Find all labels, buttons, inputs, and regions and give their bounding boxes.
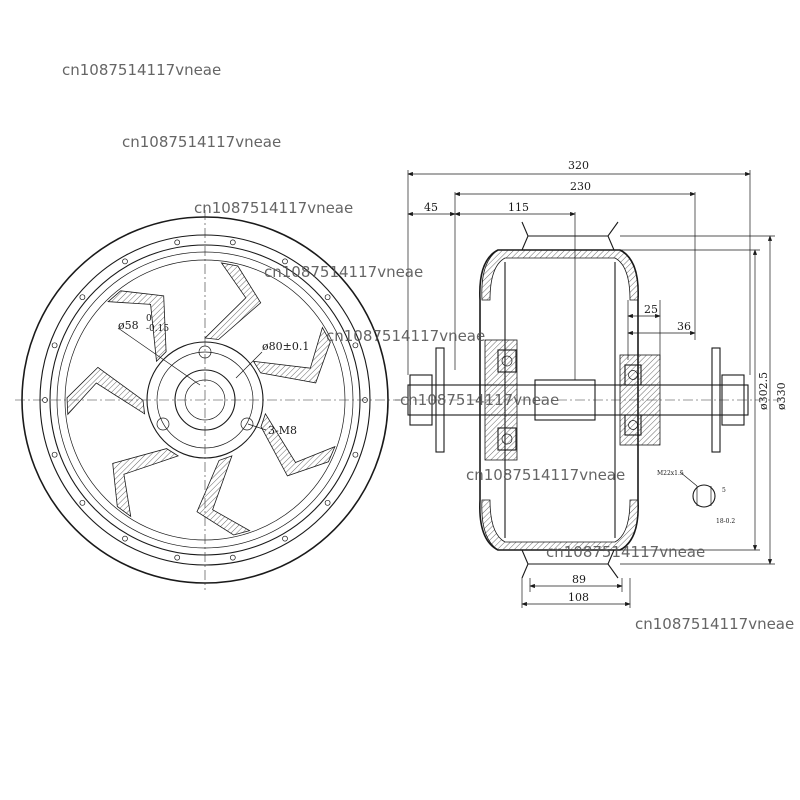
dim-320: 320 [568,159,589,172]
rim-bolt-hole [174,239,181,246]
dim-108: 108 [568,591,589,604]
rim-bolt-hole [229,239,236,246]
bearing-left-top [497,349,517,373]
rim-bolt-hole [51,451,58,458]
rim-bolt-hole [324,499,331,506]
dim-36: 36 [677,320,691,333]
dim-115: 115 [508,201,529,214]
dim-302-5: ø302.5 [757,372,770,410]
side-view: 320 230 45 115 25 36 ø302.5 ø330 89 108 [395,159,788,608]
spoke [112,448,180,518]
thread-tol-label: 18-0.2 [716,518,735,525]
dim-89: 89 [572,573,586,586]
rim-bolt-hole [352,342,359,349]
rim-bolt-hole [352,451,359,458]
bore-label: ø58 [118,319,139,332]
rim-bolt-hole [79,499,86,506]
bearing-left-bottom [497,427,517,451]
spoke [252,326,331,384]
bearing-ball-rt [628,370,638,380]
watermark-3: cn1087514117vneae [194,199,354,217]
rim-bolt-hole [324,294,331,301]
thread-detail-circle [692,484,716,508]
pcd-leader [235,351,263,379]
dim-25: 25 [644,303,658,316]
bore-tol-upper: 0 [146,314,152,324]
watermark-6: cn1087514117vneae [400,391,560,409]
hub-spokes [66,262,336,536]
tire-wall-bottom [481,499,639,551]
rim-flange-bottom [521,549,619,579]
holes-leader [247,423,267,431]
tire-wall-top [481,249,639,301]
watermark-1: cn1087514117vneae [62,61,222,79]
spoke [196,455,251,536]
spoke [107,290,167,363]
mount-hole-left [156,417,170,431]
watermark-5: cn1087514117vneae [326,327,486,345]
rim-bolt-hole [282,535,288,542]
watermark-7: cn1087514117vneae [466,466,626,484]
bore-tol-lower: -0.15 [146,324,169,334]
bearing-ball-rb [628,420,638,430]
holes-label: 3-M8 [268,424,297,437]
bearing-ball-lt [501,355,513,367]
spoke [260,412,336,477]
thread-label: M22x1.5 [657,470,684,477]
mount-hole-right [240,417,254,431]
rim-bolt-hole [174,554,181,561]
dim-230: 230 [570,180,591,193]
front-view: ø58 0 -0.15 ø80±0.1 3-M8 [15,210,400,590]
watermark-9: cn1087514117vneae [635,615,795,633]
thread-leader [679,471,698,487]
rim-bolt-hole [51,342,58,349]
spoke [66,366,146,416]
thread-flat-label: 5 [722,487,726,494]
watermark-8: cn1087514117vneae [546,543,706,561]
dim-330: ø330 [775,382,788,410]
dim-45: 45 [424,201,438,214]
rim-flange-top [521,221,619,251]
watermark-4: cn1087514117vneae [264,263,424,281]
rim-bolt-holes [42,239,368,561]
rim-bolt-hole [122,258,128,265]
pcd-label: ø80±0.1 [262,340,309,353]
spoke [204,262,262,340]
rim-bolt-hole [282,258,288,265]
bearing-ball-lb [501,433,513,445]
bore-leader [117,327,201,386]
rim-bolt-hole [122,535,128,542]
rim-bolt-hole [229,554,236,561]
rim-bolt-hole [79,294,86,301]
watermark-2: cn1087514117vneae [122,133,282,151]
